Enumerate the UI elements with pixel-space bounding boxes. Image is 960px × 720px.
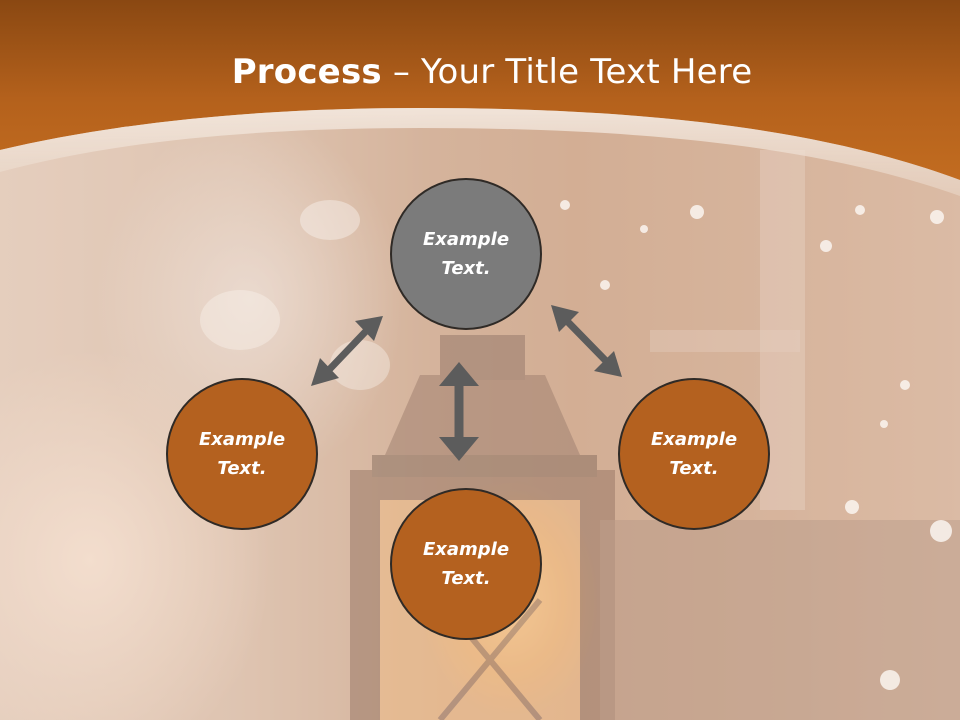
snowflake bbox=[300, 200, 360, 240]
process-node-right-text: Example Text. bbox=[650, 429, 738, 479]
snowflake bbox=[600, 280, 610, 290]
process-node-bottom[interactable]: Example Text. bbox=[390, 488, 542, 640]
slide-title: Process – Your Title Text Here bbox=[0, 52, 960, 92]
snowflake bbox=[845, 500, 859, 514]
snowflake bbox=[560, 200, 570, 210]
snowflake bbox=[880, 420, 888, 428]
snowflake bbox=[880, 670, 900, 690]
process-node-bottom-text: Example Text. bbox=[422, 539, 510, 589]
slide-title-bold: Process bbox=[231, 52, 382, 92]
process-node-top[interactable]: Example Text. bbox=[390, 178, 542, 330]
snowflake bbox=[900, 380, 910, 390]
snowflake bbox=[820, 240, 832, 252]
double-arrow-right bbox=[551, 305, 622, 377]
slide-title-rest: – Your Title Text Here bbox=[381, 52, 753, 92]
double-arrow-vertical bbox=[439, 362, 479, 461]
snowflake bbox=[855, 205, 865, 215]
process-node-left-text: Example Text. bbox=[198, 429, 286, 479]
snowflake bbox=[930, 210, 944, 224]
double-arrow-left bbox=[311, 316, 383, 386]
header-band bbox=[0, 0, 960, 196]
process-node-right[interactable]: Example Text. bbox=[618, 378, 770, 530]
snowflake bbox=[690, 205, 704, 219]
snowflake bbox=[640, 225, 648, 233]
snowflake bbox=[330, 340, 390, 390]
snowflake bbox=[200, 290, 280, 350]
process-node-left[interactable]: Example Text. bbox=[166, 378, 318, 530]
snowflake bbox=[930, 520, 952, 542]
process-node-top-text: Example Text. bbox=[422, 229, 510, 279]
